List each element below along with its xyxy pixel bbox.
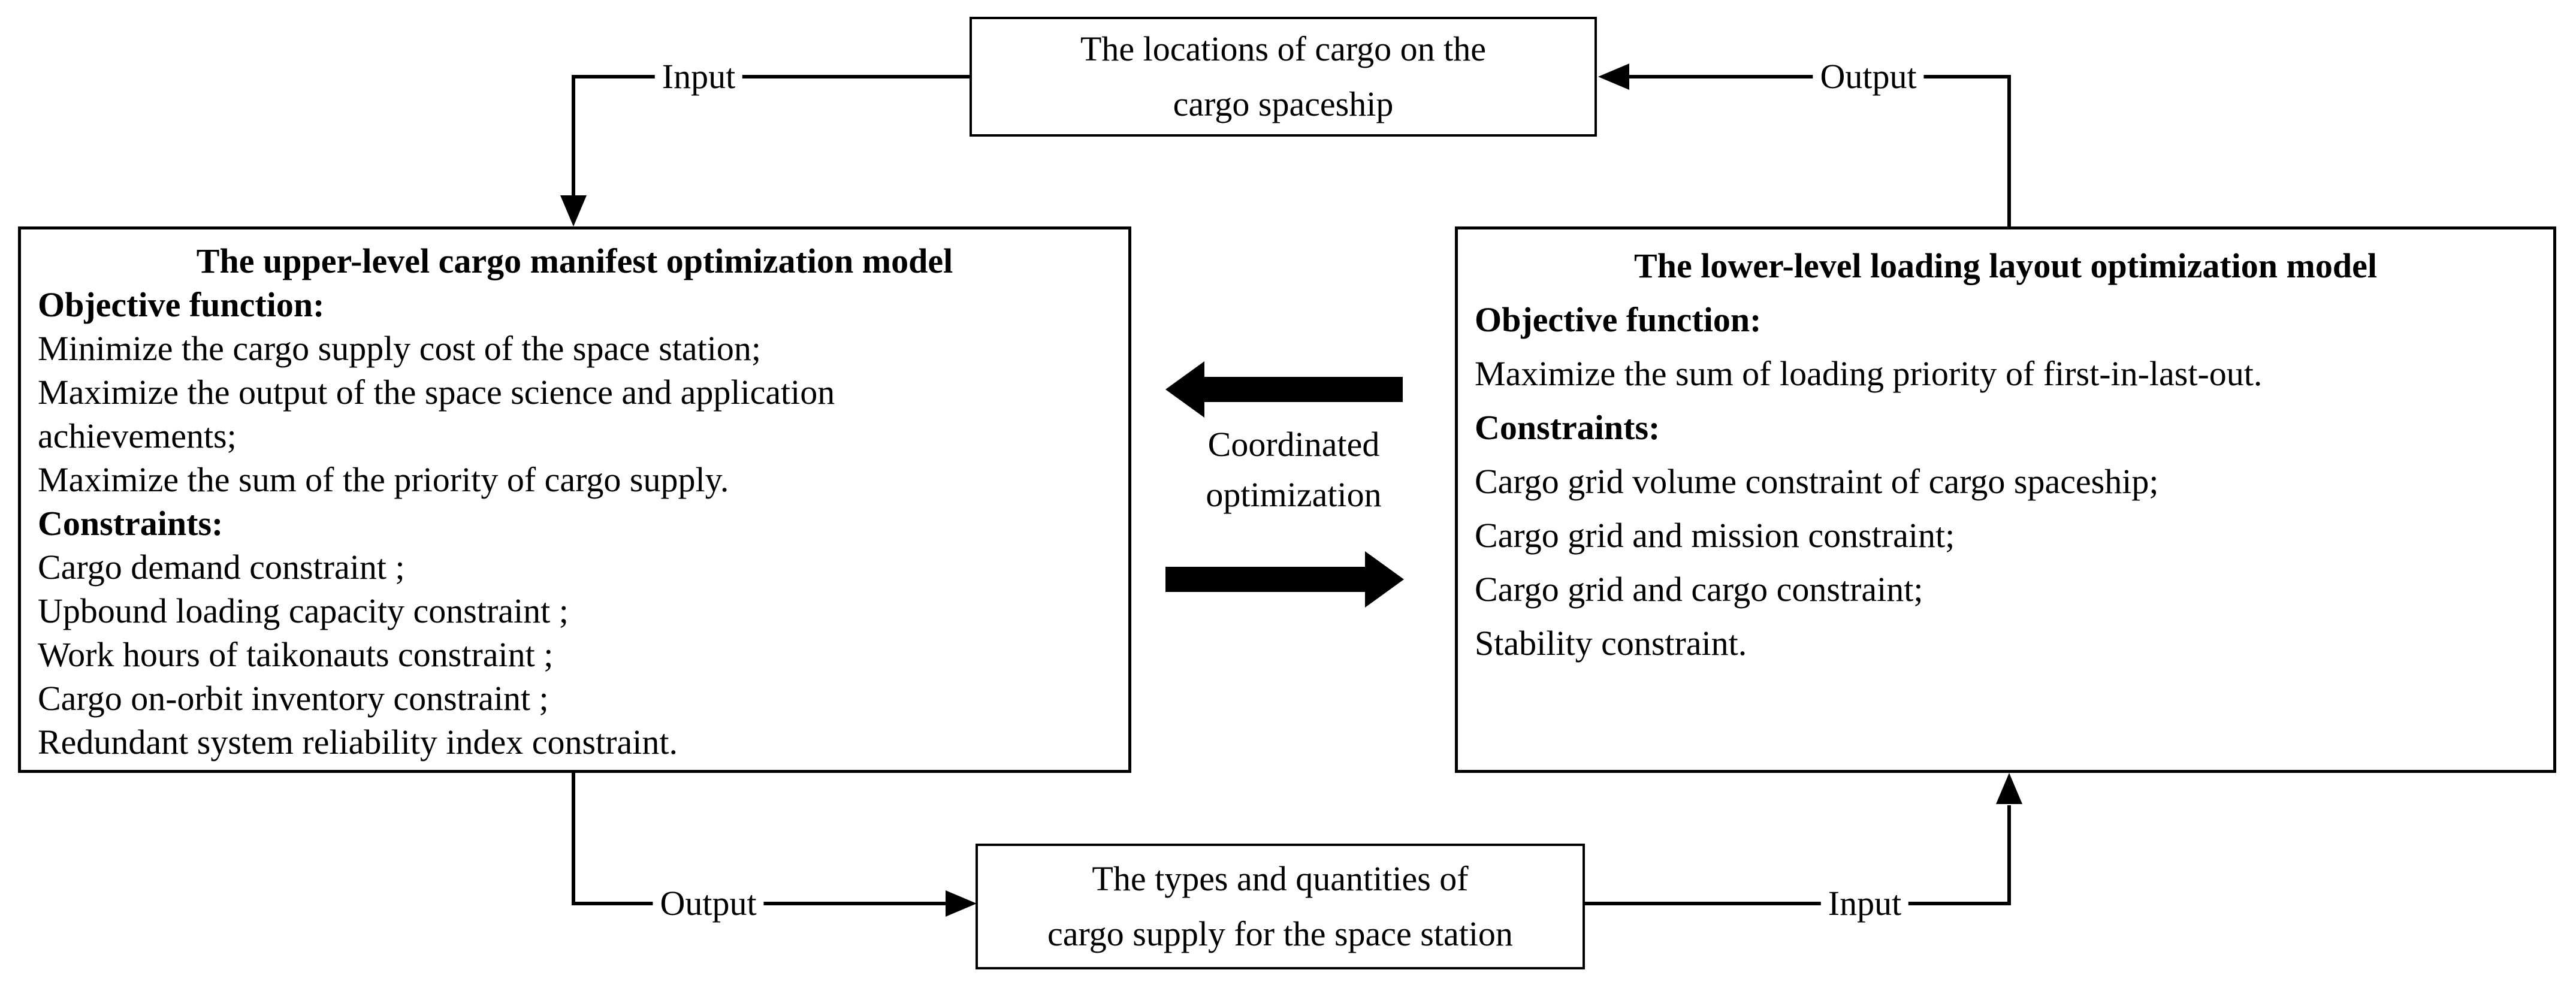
text-line: Minimize the cargo supply cost of the sp… <box>38 329 761 368</box>
connector-top-left-vertical <box>572 75 575 198</box>
thick-arrow-left-icon <box>1165 361 1204 418</box>
input-label-top-left: Input <box>654 57 743 96</box>
arrowhead-left-icon <box>1598 64 1629 90</box>
text-line: Cargo grid and cargo constraint; <box>1475 570 1923 609</box>
connector-top-left-horizontal <box>573 75 970 78</box>
left-box-title: The upper-level cargo manifest optimizat… <box>196 241 953 280</box>
text-line: The locations of cargo on the <box>1080 29 1486 68</box>
thick-arrow-right-icon <box>1365 551 1404 608</box>
arrowhead-up-icon <box>1996 773 2022 804</box>
objective-header: Objective function: <box>38 285 325 324</box>
text-line: Cargo grid and mission constraint; <box>1475 516 1955 555</box>
text-line: Cargo demand constraint ; <box>38 548 405 587</box>
box-cargo-locations: The locations of cargo on the cargo space… <box>970 17 1597 137</box>
input-label-bottom-right: Input <box>1820 884 1909 923</box>
constraints-header: Constraints: <box>38 504 224 543</box>
connector-top-right-vertical <box>2007 75 2011 226</box>
connector-bottom-right-horizontal <box>1585 902 2011 905</box>
thick-arrow-right-shaft <box>1165 567 1365 592</box>
text-line: optimization <box>1206 475 1382 514</box>
text-line: Coordinated <box>1207 425 1380 464</box>
box-cargo-supply: The types and quantities of cargo supply … <box>976 844 1585 969</box>
right-box-title: The lower-level loading layout optimizat… <box>1634 246 2377 285</box>
text-line: achievements; <box>38 416 237 455</box>
connector-bottom-left-vertical <box>572 773 575 905</box>
box-upper-level-model: The upper-level cargo manifest optimizat… <box>18 226 1131 773</box>
box-lower-level-model: The lower-level loading layout optimizat… <box>1455 226 2556 773</box>
text-line: Maximize the sum of the priority of carg… <box>38 460 729 499</box>
thick-arrow-left-shaft <box>1203 377 1403 402</box>
text-line: Maximize the output of the space science… <box>38 373 835 412</box>
text-line: Upbound loading capacity constraint ; <box>38 591 569 630</box>
text-line: Maximize the sum of loading priority of … <box>1475 354 2263 393</box>
arrowhead-down-icon <box>560 195 587 226</box>
text-line: cargo spaceship <box>1173 84 1394 123</box>
text-line: Work hours of taikonauts constraint ; <box>38 635 554 674</box>
text-line: The types and quantities of <box>1092 859 1469 898</box>
text-line: Redundant system reliability index const… <box>38 723 678 762</box>
connector-bottom-right-vertical <box>2007 805 2011 905</box>
text-line: Stability constraint. <box>1475 624 1747 663</box>
objective-header: Objective function: <box>1475 300 1762 339</box>
text-line: Cargo on-orbit inventory constraint ; <box>38 679 549 718</box>
text-line: cargo supply for the space station <box>1047 914 1513 953</box>
coordinated-optimization-label: Coordinated optimization <box>1133 419 1455 520</box>
constraints-header: Constraints: <box>1475 408 1660 447</box>
arrowhead-right-icon <box>946 890 977 917</box>
text-line: Cargo grid volume constraint of cargo sp… <box>1475 462 2159 501</box>
output-label-bottom-left: Output <box>653 884 764 923</box>
output-label-top-right: Output <box>1813 57 1924 96</box>
